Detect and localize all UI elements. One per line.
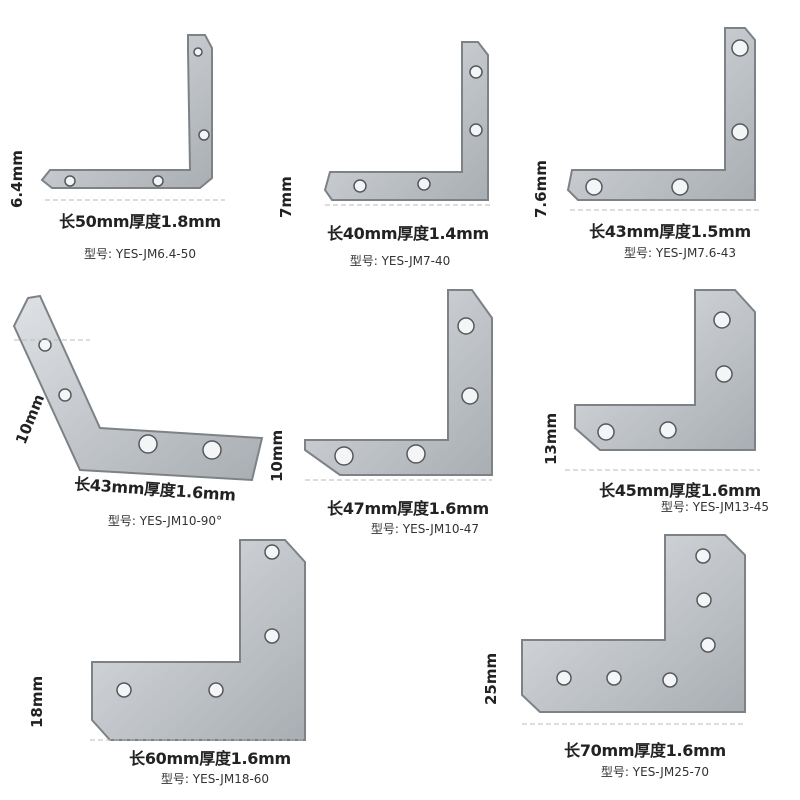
screw-hole: [198, 129, 210, 141]
screw-hole: [695, 548, 711, 564]
model-label: 型号: YES-JM13-45: [660, 500, 770, 514]
bracket-7: [90, 539, 306, 741]
screw-hole: [713, 311, 731, 329]
model-label: 型号: YES-JM25-70: [600, 765, 710, 779]
model-label: 型号: YES-JM10-47: [370, 522, 480, 536]
screw-hole: [353, 179, 367, 193]
model-label: 型号: YES-JM7-40: [349, 254, 451, 268]
screw-hole: [700, 637, 716, 653]
height-label: 7mm: [277, 176, 295, 218]
height-label: 6.4mm: [8, 150, 26, 208]
screw-hole: [202, 440, 222, 460]
bracket-3: [566, 27, 760, 211]
screw-hole: [461, 387, 479, 405]
dimensions-label: 长60mm厚度1.6mm: [129, 749, 291, 768]
dimensions-label: 长47mm厚度1.6mm: [327, 499, 489, 518]
dimensions-label: 长50mm厚度1.8mm: [59, 212, 221, 231]
screw-hole: [585, 178, 603, 196]
screw-hole: [264, 544, 280, 560]
dimensions-label: 长45mm厚度1.6mm: [599, 481, 761, 500]
bracket-plate: [323, 41, 489, 201]
model-label: 型号: YES-JM10-90°: [107, 514, 223, 528]
screw-hole: [662, 672, 678, 688]
screw-hole: [208, 682, 224, 698]
screw-hole: [469, 123, 483, 137]
dimensions-label: 长40mm厚度1.4mm: [327, 224, 489, 243]
screw-hole: [731, 123, 749, 141]
bracket-1: [40, 34, 225, 201]
screw-hole: [715, 365, 733, 383]
bracket-plate: [40, 34, 213, 189]
height-label: 18mm: [28, 675, 46, 728]
screw-hole: [38, 338, 52, 352]
bracket-plate: [574, 289, 756, 451]
bracket-8: [521, 534, 746, 725]
screw-hole: [696, 592, 712, 608]
bracket-2: [323, 41, 490, 206]
bracket-plate: [12, 294, 264, 482]
model-label: 型号: YES-JM18-60: [160, 772, 270, 786]
screw-hole: [671, 178, 689, 196]
dimensions-label: 长70mm厚度1.6mm: [564, 741, 726, 760]
bracket-5: [304, 289, 493, 481]
screw-hole: [64, 175, 76, 187]
screw-hole: [138, 434, 158, 454]
dimensions-label: 长43mm厚度1.5mm: [589, 222, 751, 241]
screw-hole: [152, 175, 164, 187]
bracket-6: [565, 289, 760, 471]
screw-hole: [58, 388, 72, 402]
screw-hole: [659, 421, 677, 439]
bracket-plate: [521, 534, 746, 713]
bracket-plate: [566, 27, 756, 201]
height-label: 25mm: [482, 652, 500, 705]
screw-hole: [469, 65, 483, 79]
screw-hole: [193, 47, 203, 57]
bracket-plate: [304, 289, 493, 476]
screw-hole: [597, 423, 615, 441]
screw-hole: [457, 317, 475, 335]
screw-hole: [556, 670, 572, 686]
screw-hole: [731, 39, 749, 57]
bracket-4: [12, 294, 264, 482]
screw-hole: [264, 628, 280, 644]
screw-hole: [116, 682, 132, 698]
model-label: 型号: YES-JM6.4-50: [84, 247, 196, 261]
model-label: 型号: YES-JM7.6-43: [624, 246, 736, 260]
screw-hole: [606, 670, 622, 686]
screw-hole: [417, 177, 431, 191]
screw-hole: [406, 444, 426, 464]
screw-hole: [334, 446, 354, 466]
height-label: 7.6mm: [532, 160, 550, 218]
height-label: 13mm: [542, 412, 560, 465]
height-label: 10mm: [268, 429, 286, 482]
